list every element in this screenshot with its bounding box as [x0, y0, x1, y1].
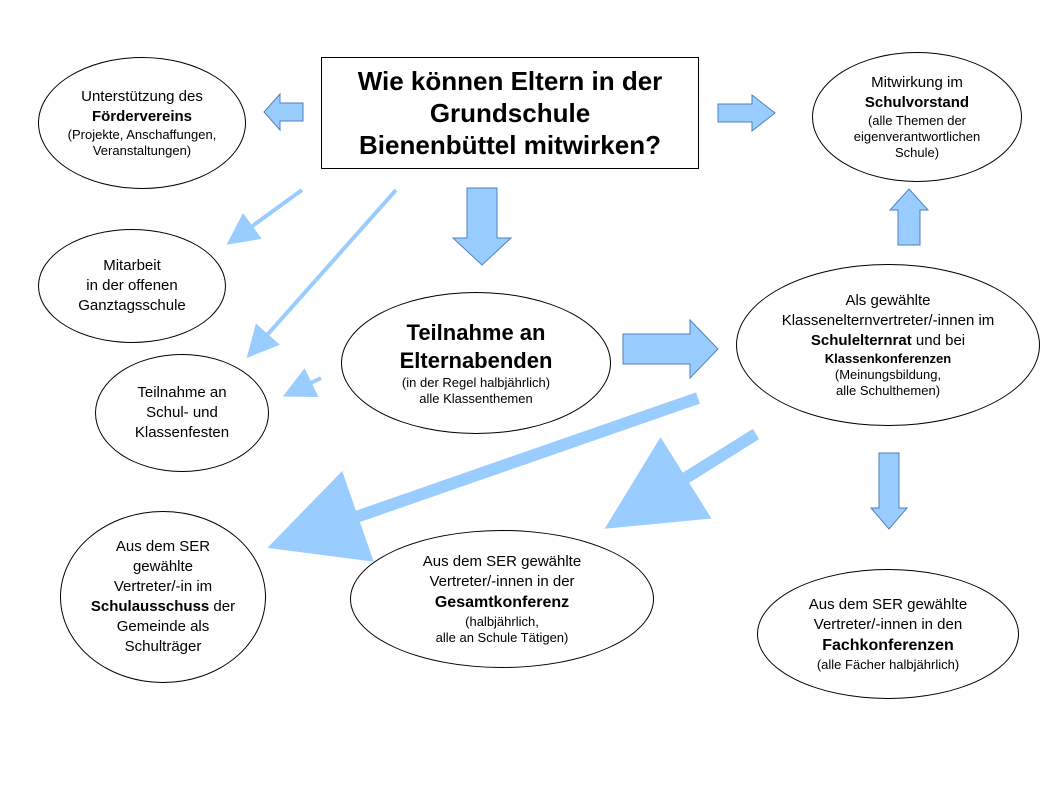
fachkonferenzen-line-4: (alle Fächer halbjährlich) — [816, 657, 960, 672]
ellipse-feste: Teilnahme an Schul- und Klassenfesten — [95, 354, 269, 472]
feste-line-3: Klassenfesten — [134, 424, 230, 441]
foerderverein-line-4: Veranstaltungen) — [92, 143, 192, 158]
schulelternrat-line-4: Klassenkonferenzen — [824, 351, 952, 366]
ellipse-fachkonferenzen: Aus dem SER gewählte Vertreter/-innen in… — [757, 569, 1019, 699]
arrow-right-to-schulelternrat — [622, 318, 719, 380]
ellipse-gesamtkonferenz: Aus dem SER gewählte Vertreter/-innen in… — [350, 530, 654, 668]
schulvorstand-line-1: Mitwirkung im — [871, 74, 963, 91]
gesamtkonferenz-line-2: Vertreter/-innen in der — [429, 573, 575, 590]
feste-line-1: Teilnahme an — [137, 384, 227, 401]
schulelternrat-bold: Schulelternrat — [810, 332, 912, 349]
gesamtkonferenz-line-3: Gesamtkonferenz — [434, 594, 570, 611]
schulausschuss-rest: der — [209, 598, 236, 615]
schulausschuss-line-1: Aus dem SER — [115, 538, 211, 555]
elternabende-line-4: alle Klassenthemen — [419, 391, 533, 406]
arrow-to-ganztag — [226, 188, 304, 245]
elternabende-line-3: (in der Regel halbjährlich) — [401, 375, 551, 390]
schulausschuss-line-5: Gemeinde als — [116, 618, 210, 635]
foerderverein-line-2: Fördervereins — [91, 108, 193, 125]
title-line-2: Grundschule — [429, 98, 591, 128]
schulelternrat-line-6: alle Schulthemen) — [835, 383, 941, 398]
fachkonferenzen-line-2: Vertreter/-innen in den — [813, 616, 963, 633]
foerderverein-line-1: Unterstützung des — [81, 88, 203, 105]
fachkonferenzen-line-3: Fachkonferenzen — [822, 637, 954, 654]
schulausschuss-bold: Schulausschuss — [90, 598, 210, 615]
title-box: Wie können Eltern in der Grundschule Bie… — [321, 57, 699, 169]
arrow-to-feste-long — [246, 188, 398, 358]
schulvorstand-line-5: Schule) — [894, 145, 940, 160]
ganztag-line-3: Ganztagsschule — [78, 297, 186, 314]
ellipse-ganztag: Mitarbeit in der offenen Ganztagsschule — [38, 229, 226, 343]
elternabende-line-1: Teilnahme an — [406, 320, 546, 345]
schulelternrat-rest: und bei — [911, 332, 966, 349]
arrow-to-feste-short — [282, 368, 322, 397]
schulausschuss-line-4: Schulausschuss der — [91, 597, 235, 617]
schulvorstand-line-3: (alle Themen der — [867, 113, 967, 128]
schulausschuss-line-2: gewählte — [132, 558, 194, 575]
elternabende-line-2: Elternabenden — [399, 348, 553, 373]
schulelternrat-line-2: Klassenelternvertreter/-innen im — [781, 312, 995, 329]
schulvorstand-line-4: eigenverantwortlichen — [853, 129, 981, 144]
fachkonferenzen-line-1: Aus dem SER gewählte — [808, 596, 968, 613]
gesamtkonferenz-line-5: alle an Schule Tätigen) — [435, 630, 569, 645]
gesamtkonferenz-line-4: (halbjährlich, — [465, 614, 539, 629]
ganztag-line-2: in der offenen — [86, 277, 178, 294]
schulelternrat-line-3: Schulelternrat und bei — [811, 331, 965, 351]
arrow-down-to-elternabende — [451, 187, 513, 266]
schulelternrat-line-1: Als gewählte — [845, 292, 931, 309]
arrow-down-to-fachkonferenzen — [869, 452, 909, 530]
arrow-up-to-schulvorstand — [888, 188, 930, 246]
schulvorstand-line-2: Schulvorstand — [864, 94, 970, 111]
schulausschuss-line-6: Schulträger — [124, 638, 202, 655]
ellipse-schulausschuss: Aus dem SER gewählte Vertreter/-in im Sc… — [60, 511, 266, 683]
gesamtkonferenz-line-1: Aus dem SER gewählte — [422, 553, 582, 570]
ganztag-line-1: Mitarbeit — [103, 257, 161, 274]
schulelternrat-line-5: (Meinungsbildung, — [834, 367, 942, 382]
foerderverein-line-3: (Projekte, Anschaffungen, — [67, 127, 217, 142]
arrow-right-to-schulvorstand — [717, 93, 776, 133]
title-line-1: Wie können Eltern in der — [357, 66, 663, 96]
ellipse-schulelternrat: Als gewählte Klassenelternvertreter/-inn… — [736, 264, 1040, 426]
title-line-3: Bienenbüttel mitwirken? — [359, 130, 661, 160]
ellipse-schulvorstand: Mitwirkung im Schulvorstand (alle Themen… — [812, 52, 1022, 182]
schulausschuss-line-3: Vertreter/-in im — [113, 578, 213, 595]
ellipse-foerderverein: Unterstützung des Fördervereins (Projekt… — [38, 57, 246, 189]
feste-line-2: Schul- und — [146, 404, 218, 421]
ellipse-elternabende: Teilnahme an Elternabenden (in der Regel… — [341, 292, 611, 434]
arrow-left-to-foerderverein — [263, 92, 304, 132]
arrow-to-schulausschuss — [267, 392, 700, 562]
arrow-to-gesamtkonferenz — [604, 428, 760, 529]
